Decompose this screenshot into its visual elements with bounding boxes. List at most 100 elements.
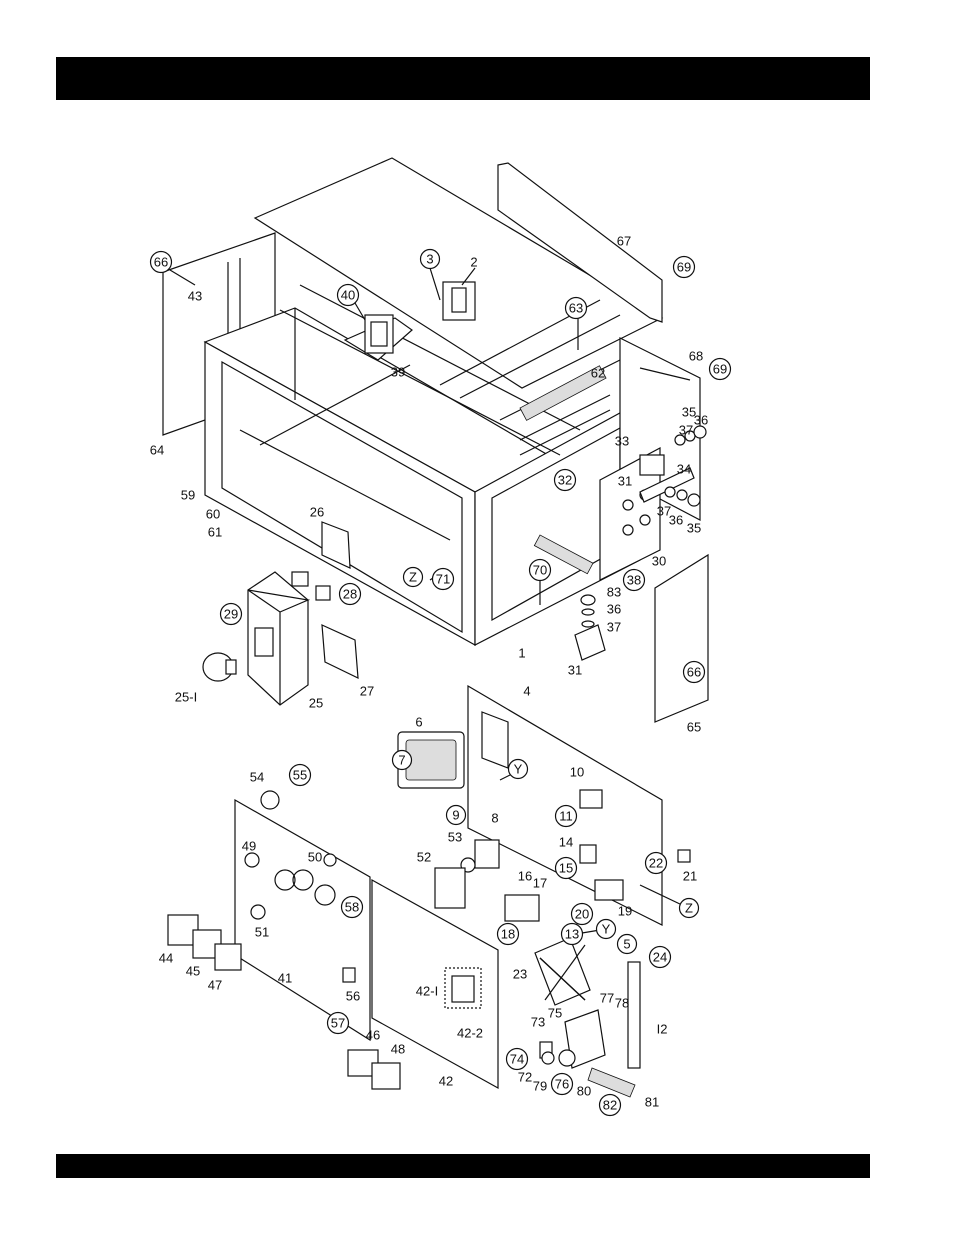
relay-10 <box>580 790 602 808</box>
part-label-43: 43 <box>188 289 202 304</box>
label-text: 40 <box>341 288 355 303</box>
label-text: 9 <box>452 808 459 823</box>
label-text: 69 <box>677 260 691 275</box>
label-text: 79 <box>533 1079 547 1094</box>
part-label-55: 55 <box>290 765 311 786</box>
part-label-54: 54 <box>250 770 264 785</box>
label-text: 47 <box>208 978 222 993</box>
label-text: 72 <box>518 1070 532 1085</box>
label-text: 19 <box>618 904 632 919</box>
part-label-31a: 31 <box>618 474 632 489</box>
label-text: 65 <box>687 720 701 735</box>
part-label-36b: 36 <box>669 513 683 528</box>
label-text: 61 <box>208 525 222 540</box>
part-label-82: 82 <box>600 1095 621 1116</box>
label-text: 69 <box>713 362 727 377</box>
label-text: 78 <box>615 996 629 1011</box>
label-text: 25 <box>309 696 323 711</box>
part-label-32: 32 <box>555 470 576 491</box>
part-label-69a: 69 <box>674 257 695 278</box>
label-text: Z <box>685 901 693 916</box>
relay-19 <box>595 880 623 900</box>
label-text: Y <box>514 762 523 777</box>
part-label-Yb: Y <box>597 920 616 939</box>
label-text: Z <box>409 570 417 585</box>
label-text: 35 <box>682 405 696 420</box>
label-text: 8 <box>491 811 498 826</box>
fuse-21 <box>678 850 690 862</box>
part-label-50: 50 <box>308 850 322 865</box>
part-label-79: 79 <box>533 1079 547 1094</box>
label-text: 45 <box>186 964 200 979</box>
label-text: 50 <box>308 850 322 865</box>
part-label-26: 26 <box>310 505 324 520</box>
part-label-34: 34 <box>677 462 691 477</box>
label-text: 44 <box>159 951 173 966</box>
label-text: 17 <box>533 876 547 891</box>
part-label-13: 13 <box>562 924 583 945</box>
part-label-51: 51 <box>255 925 269 940</box>
terminal-strip-81 <box>588 1068 635 1097</box>
label-text: 57 <box>331 1016 345 1031</box>
part-label-78: 78 <box>615 996 629 1011</box>
part-label-10: 10 <box>570 765 584 780</box>
part-label-16: 16 <box>518 869 532 884</box>
part-label-44: 44 <box>159 951 173 966</box>
label-text: 15 <box>559 861 573 876</box>
part-label-35a: 35 <box>682 405 696 420</box>
label-text: 25-I <box>175 690 197 705</box>
label-text: 21 <box>683 869 697 884</box>
part-label-73: 73 <box>531 1015 545 1030</box>
part-label-Zb: Z <box>680 899 699 918</box>
label-text: 36 <box>607 602 621 617</box>
label-text: 38 <box>627 573 641 588</box>
label-text: 13 <box>565 927 579 942</box>
part-label-33: 33 <box>615 434 629 449</box>
part-label-57: 57 <box>328 1013 349 1034</box>
module-52 <box>435 868 465 908</box>
label-text: I2 <box>657 1022 668 1037</box>
relay-8 <box>475 840 499 868</box>
lamp-54 <box>261 791 279 809</box>
label-text: 31 <box>618 474 632 489</box>
label-text: 36 <box>669 513 683 528</box>
label-text: 51 <box>255 925 269 940</box>
label-text: 7 <box>398 753 405 768</box>
part-label-71: 71 <box>433 569 454 590</box>
panel-23 <box>535 938 590 1005</box>
part-label-81: 81 <box>645 1095 659 1110</box>
label-text: 28 <box>343 587 357 602</box>
control-panel-bracket <box>482 712 508 768</box>
label-text: 54 <box>250 770 264 785</box>
part-label-77: 77 <box>600 991 614 1006</box>
label-text: 81 <box>645 1095 659 1110</box>
label-text: 20 <box>575 907 589 922</box>
part-label-74: 74 <box>507 1049 528 1070</box>
label-text: 66 <box>687 665 701 680</box>
label-text: Y <box>602 922 611 937</box>
terminal-block-33 <box>640 455 664 475</box>
label-text: 58 <box>345 900 359 915</box>
part-label-24: 24 <box>650 947 671 968</box>
label-text: 35 <box>687 521 701 536</box>
part-label-29: 29 <box>221 604 242 625</box>
label-text: 24 <box>653 950 667 965</box>
part-label-8: 8 <box>491 811 498 826</box>
label-text: 49 <box>242 839 256 854</box>
part-label-46: 46 <box>366 1028 380 1043</box>
label-text: 1 <box>518 646 525 661</box>
label-text: 66 <box>154 255 168 270</box>
label-text: 6 <box>415 715 422 730</box>
label-text: 31 <box>568 663 582 678</box>
label-text: 23 <box>513 967 527 982</box>
label-text: 74 <box>510 1052 524 1067</box>
part-label-2: 2 <box>470 255 477 270</box>
part-label-66a: 66 <box>151 252 172 273</box>
part-label-Za: Z <box>404 568 423 587</box>
part-label-19: 19 <box>618 904 632 919</box>
part-label-42-1: 42-I <box>416 984 438 999</box>
label-text: 48 <box>391 1042 405 1057</box>
transformer-40 <box>365 315 393 353</box>
switch-14 <box>580 845 596 863</box>
part-label-12: I2 <box>657 1022 668 1037</box>
